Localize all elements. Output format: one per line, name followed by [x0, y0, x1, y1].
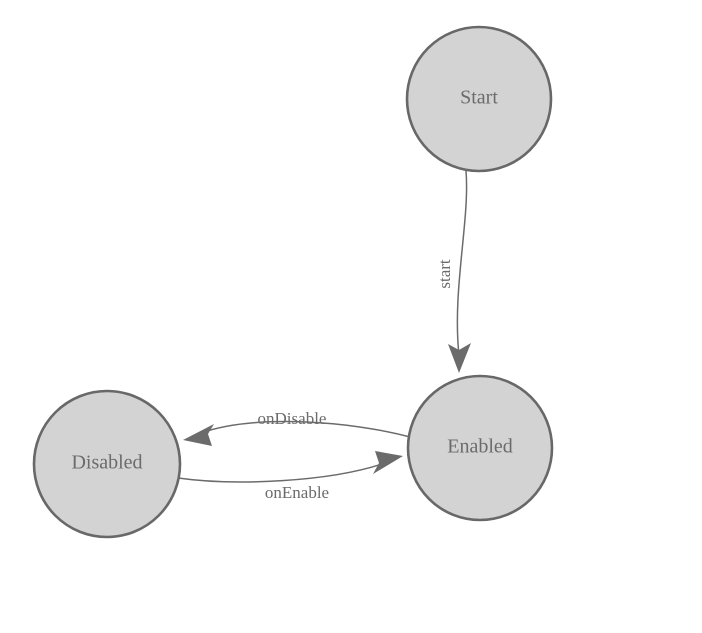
edge-label-start: start — [435, 259, 454, 289]
edge-enabled-to-disabled[interactable]: onDisable — [183, 409, 411, 446]
edge-label-ondisable: onDisable — [258, 409, 327, 428]
edge-disabled-to-enabled[interactable]: onEnable — [177, 451, 403, 502]
node-enabled-circle — [406, 374, 554, 522]
node-start-label: Start — [460, 87, 498, 109]
edge-enabled-to-disabled-arrowhead — [183, 424, 214, 446]
node-enabled[interactable]: Enabled — [406, 374, 554, 522]
edge-disabled-to-enabled-arrowhead — [373, 451, 403, 474]
edge-disabled-to-enabled-path — [177, 462, 386, 483]
edge-label-onenable: onEnable — [265, 483, 329, 502]
edge-start-to-enabled-arrowhead — [448, 343, 471, 373]
node-disabled-circle — [32, 389, 182, 539]
edge-enabled-to-disabled-path — [200, 420, 411, 438]
node-start[interactable]: Start — [405, 25, 553, 173]
node-disabled-label: Disabled — [71, 452, 142, 474]
node-disabled[interactable]: Disabled — [32, 389, 182, 539]
node-enabled-label: Enabled — [447, 436, 513, 458]
edge-start-to-enabled-path — [456, 170, 468, 356]
node-start-circle — [405, 25, 553, 173]
edge-start-to-enabled[interactable]: start — [435, 170, 471, 373]
